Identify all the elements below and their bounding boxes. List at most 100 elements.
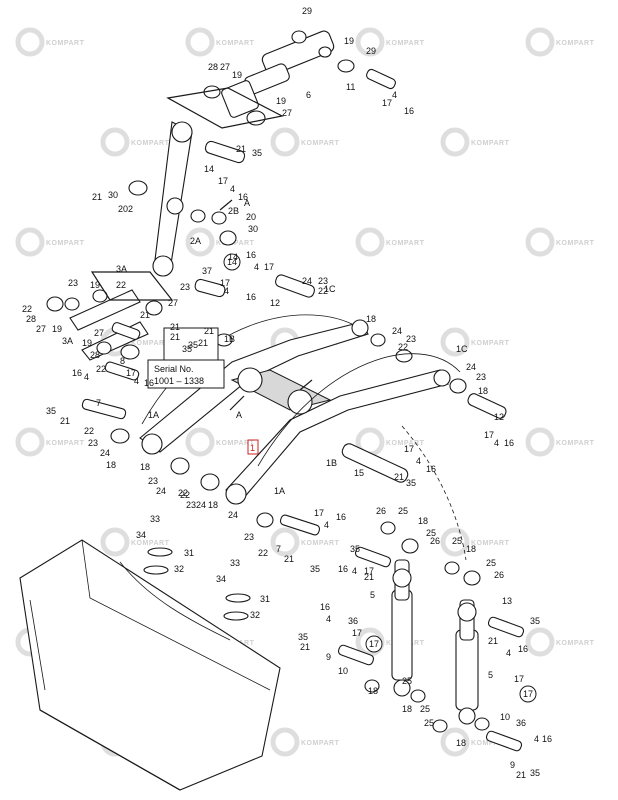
circled-ref-3: 17 — [523, 689, 533, 699]
callout-c22g: 22 — [178, 488, 188, 498]
watermark-text: KOMPART — [386, 440, 425, 447]
callout-c2: 2 — [128, 204, 133, 214]
callout-c1B: 1B — [224, 334, 235, 344]
link-arm-2 — [128, 121, 246, 277]
bucket — [19, 539, 281, 791]
boom-arms — [81, 274, 507, 561]
watermark-text: KOMPART — [471, 340, 510, 347]
callout-c16l: 16 — [518, 644, 528, 654]
callout-c4i: 4 — [324, 520, 329, 530]
watermark-text: KOMPART — [301, 740, 340, 747]
callout-c19c: 19 — [276, 96, 286, 106]
tilt-cylinders — [337, 521, 525, 752]
callout-c10b: 10 — [500, 712, 510, 722]
callout-c16k: 16 — [320, 602, 330, 612]
callout-c18a: 18 — [366, 314, 376, 324]
callout-c28c: 28 — [26, 314, 36, 324]
callout-c18i: 18 — [402, 704, 412, 714]
watermark-logo: KOMPART — [15, 227, 85, 257]
callout-c16h: 16 — [426, 464, 436, 474]
callout-c27d: 27 — [94, 328, 104, 338]
circled-refs: 14 17 17 — [223, 253, 537, 703]
watermark-logo: KOMPART — [185, 27, 255, 57]
callout-c17c: 17 — [264, 262, 274, 272]
watermark-text: KOMPART — [131, 540, 170, 547]
callout-c27c: 27 — [36, 324, 46, 334]
circled-ref-2: 17 — [369, 639, 379, 649]
watermark-logo: KOMPART — [185, 227, 255, 257]
callout-c12b: 12 — [494, 412, 504, 422]
watermark-logo: KOMPART — [270, 527, 340, 557]
callout-c3Ab: 3A — [62, 336, 73, 346]
callout-c25f: 25 — [420, 704, 430, 714]
callout-c24c: 24 — [100, 448, 110, 458]
watermark-logo: KOMPART — [440, 127, 509, 157]
callout-c13: 13 — [502, 596, 512, 606]
callout-c17g: 17 — [404, 444, 414, 454]
callout-c29a: 29 — [302, 6, 312, 16]
circled-ref-1: 14 — [227, 257, 237, 267]
callout-c27e: 27 — [168, 298, 178, 308]
watermark-logo: KOMPART — [440, 327, 510, 357]
callout-c19f: 19 — [82, 338, 92, 348]
serial-box: 21 35 21 Serial No. 1001 – 1338 — [147, 327, 225, 389]
callout-c4a: 4 — [392, 90, 397, 100]
callout-c18h: 18 — [368, 686, 378, 696]
callout-c23i: 23 — [244, 532, 254, 542]
callout-c19d: 19 — [90, 280, 100, 290]
callout-c4d: 4 — [224, 286, 229, 296]
watermark-logo: KOMPART — [100, 527, 170, 557]
watermark-logo: KOMPART — [440, 727, 510, 757]
watermark-logo: KOMPART — [525, 627, 594, 657]
callout-c17d: 17 — [220, 278, 230, 288]
callout-c21g: 21 — [394, 472, 404, 482]
callout-c21f: 21 — [60, 416, 70, 426]
callout-c4g: 4 — [494, 438, 499, 448]
callout-c25e: 25 — [402, 676, 412, 686]
watermark-text: KOMPART — [46, 240, 85, 247]
callout-c4b: 4 — [230, 184, 235, 194]
callout-c35a: 35 — [252, 148, 262, 158]
callout-c1Bb: 1B — [326, 458, 337, 468]
callout-c22c: 22 — [22, 304, 32, 314]
watermark-logo: KOMPART — [355, 227, 424, 257]
callout-c4m: 4 — [534, 734, 539, 744]
callout-c33a: 33 — [150, 514, 160, 524]
callout-c14: 14 — [204, 164, 214, 174]
callout-c23f: 23 — [148, 476, 158, 486]
callout-c33b: 33 — [230, 558, 240, 568]
callout-c14c: 14 — [228, 252, 238, 262]
callout-c9a: 9 — [326, 652, 331, 662]
callout-c18j: 18 — [456, 738, 466, 748]
watermark-text: KOMPART — [301, 540, 340, 547]
callout-c23e: 23 — [88, 438, 98, 448]
watermark-logo: KOMPART — [355, 427, 425, 457]
callout-c24d: 24 — [156, 486, 166, 496]
serial-part-c: 21 — [198, 338, 208, 348]
callout-c21c: 21 — [140, 310, 150, 320]
callout-c30a: 30 — [108, 190, 118, 200]
callout-c17b: 17 — [218, 176, 228, 186]
watermark-logo: KOMPART — [100, 127, 169, 157]
callout-c16b: 16 — [238, 192, 248, 202]
watermark-text: KOMPART — [46, 40, 85, 47]
callout-c23h: 23 — [186, 500, 196, 510]
callout-c12a: 12 — [270, 298, 280, 308]
callout-c5a: 5 — [370, 590, 375, 600]
callout-c20b: 20 — [246, 212, 256, 222]
callout-c35g: 35 — [298, 632, 308, 642]
callout-c21d: 21 — [170, 322, 180, 332]
watermark-text: KOMPART — [216, 40, 255, 47]
callout-c18e: 18 — [208, 500, 218, 510]
callout-c4h: 4 — [416, 456, 421, 466]
callout-c19a: 19 — [344, 36, 354, 46]
callout-c23c: 23 — [180, 282, 190, 292]
watermark-text: KOMPART — [471, 740, 510, 747]
callout-c17i: 17 — [364, 566, 374, 576]
serial-part-a: 21 — [170, 332, 180, 342]
watermark-text: KOMPART — [216, 240, 255, 247]
watermark-logo: KOMPART — [185, 427, 254, 457]
callout-c29b: 29 — [366, 46, 376, 56]
callout-c1Cb: 1C — [456, 344, 468, 354]
callout-c16f: 16 — [72, 368, 82, 378]
